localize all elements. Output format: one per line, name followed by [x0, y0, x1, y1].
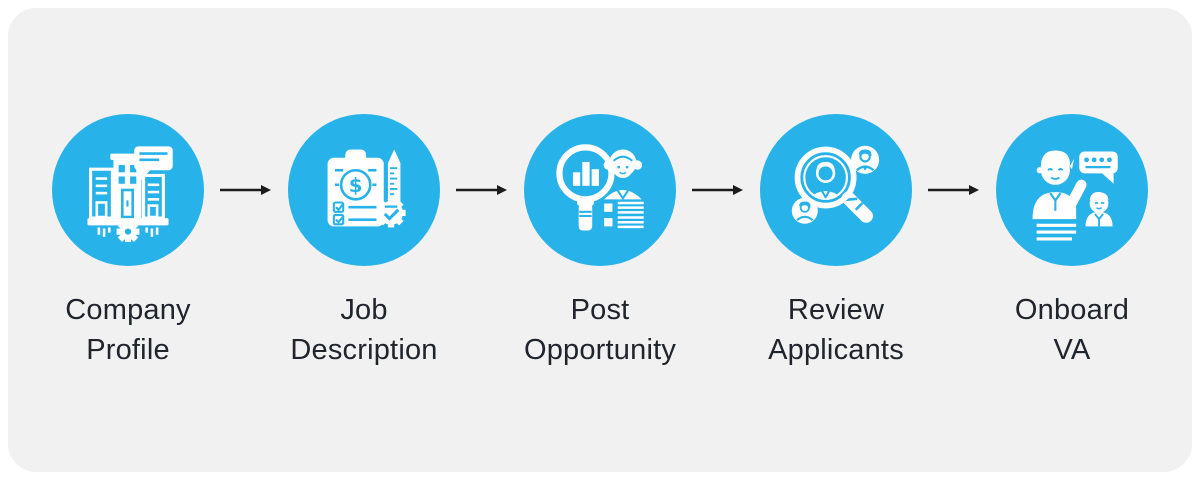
step-job-description: $	[279, 114, 449, 370]
magnifier-people-icon	[784, 145, 880, 224]
flow-connector-4	[921, 182, 987, 198]
step-circle-job-description: $	[288, 114, 440, 266]
magnifier-chart-profile-icon	[556, 144, 644, 231]
step-label-company-profile: Company Profile	[65, 294, 191, 366]
step-circle-review-applicants	[760, 114, 912, 266]
arrow-right-icon	[928, 185, 979, 195]
process-flow: Company Profile	[8, 8, 1192, 370]
candidate-badge-bottom-icon	[791, 197, 818, 224]
step-label-job-description: Job Description	[290, 294, 438, 366]
step-company-profile: Company Profile	[43, 114, 213, 370]
pencil-icon	[387, 149, 401, 203]
candidate-in-lens-icon	[808, 161, 843, 199]
listing-lines-icon	[604, 201, 644, 229]
step-post-opportunity: Post Opportunity	[515, 114, 685, 370]
flow-connector-3	[685, 182, 751, 198]
company-building-icon	[87, 146, 173, 242]
step-onboard-va: Onboard VA	[987, 114, 1157, 370]
step-label-post-opportunity: Post Opportunity	[523, 294, 677, 366]
arrow-right-icon	[220, 185, 271, 195]
flow-connector-1	[213, 182, 279, 198]
flow-connector-2	[449, 182, 515, 198]
step-circle-company-profile	[52, 114, 204, 266]
arrow-right-icon	[456, 185, 507, 195]
chat-bubble-icon	[1079, 151, 1118, 184]
step-review-applicants: Review Applicants	[751, 114, 921, 370]
gear-check-icon	[376, 198, 406, 228]
svg-text:$: $	[349, 174, 363, 197]
waving-person-icon	[1032, 150, 1087, 220]
step-circle-post-opportunity	[524, 114, 676, 266]
arrow-right-icon	[692, 185, 743, 195]
step-label-onboard-va: Onboard VA	[1014, 294, 1130, 366]
candidate-badge-top-icon	[851, 145, 880, 174]
person-chat-onboarding-icon	[1032, 150, 1118, 241]
small-person-icon	[1085, 191, 1113, 227]
magnifier-chart-icon	[556, 144, 615, 231]
applicant-portrait-icon	[603, 149, 643, 201]
job-description-clipboard-icon: $	[327, 149, 406, 228]
gear-icon	[116, 220, 140, 242]
step-circle-onboard-va	[996, 114, 1148, 266]
infographic-card: Company Profile	[8, 8, 1192, 472]
step-label-review-applicants: Review Applicants	[768, 294, 904, 366]
